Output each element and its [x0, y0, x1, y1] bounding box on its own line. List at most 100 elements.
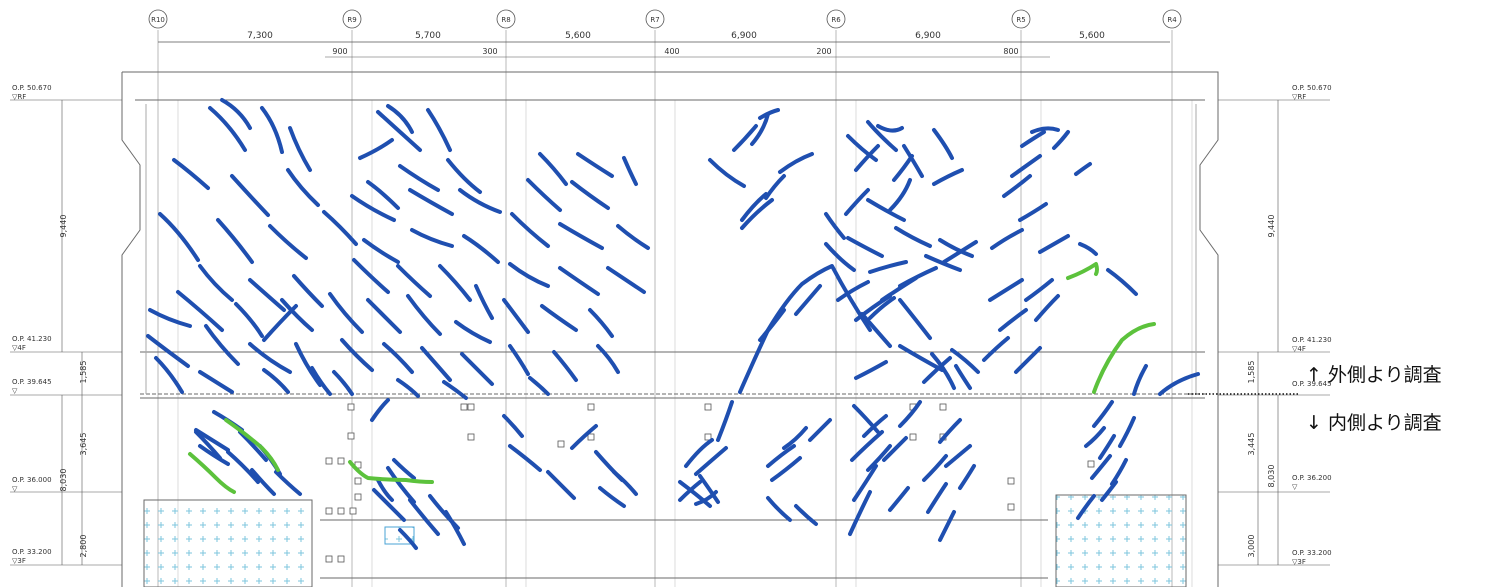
level-label: O.P. 39.645 — [12, 378, 52, 386]
crack-line — [1002, 174, 1032, 198]
level-tag: ▽ — [1292, 483, 1298, 491]
crack-line — [172, 158, 210, 190]
crack-line — [866, 120, 898, 152]
crack-line — [198, 264, 234, 302]
crack-line — [1158, 372, 1200, 396]
anchor-square — [325, 507, 333, 515]
crack-line — [854, 144, 880, 172]
crack-line — [770, 456, 802, 482]
anchor-square — [704, 433, 712, 441]
outer-survey-note: ↑ 外側より調査 — [1306, 364, 1442, 386]
crack-line — [866, 444, 892, 472]
crack-line — [508, 262, 550, 288]
crack-line — [292, 274, 324, 308]
crack-line — [462, 234, 500, 264]
crack-line — [234, 302, 264, 338]
crack-line — [958, 464, 976, 490]
dimension-chain: 7,300 5,700 5,600 6,900 6,900 5,600 900 … — [158, 31, 1170, 58]
crack-line — [1074, 162, 1092, 176]
crack-line — [698, 474, 720, 504]
level-label: O.P. 33.200 — [12, 548, 52, 556]
crack-line — [250, 468, 276, 496]
crack-line — [898, 298, 932, 340]
crack-line — [208, 106, 247, 152]
crack-line — [678, 480, 712, 508]
crack-line — [230, 174, 270, 217]
crack-line — [1014, 346, 1042, 374]
span-label: 5,700 — [415, 31, 441, 41]
crack-line — [1098, 434, 1116, 460]
repaired-crack-line — [348, 460, 434, 484]
repaired-crack-line — [1066, 262, 1099, 280]
crack-line — [868, 260, 908, 274]
crack-line — [458, 188, 502, 214]
small-dim-label: 400 — [664, 47, 679, 56]
axis-label: R7 — [650, 16, 659, 24]
anchor-square — [347, 403, 355, 411]
crack-line — [866, 198, 906, 222]
repaired-crack-line — [1092, 322, 1156, 394]
crack-line — [176, 290, 224, 332]
crack-line — [778, 152, 814, 174]
crack-line — [194, 430, 222, 460]
crack-line — [376, 110, 422, 152]
crack-line — [546, 470, 576, 500]
crack-line — [154, 356, 184, 394]
height-label: 8,030 — [1267, 465, 1276, 488]
axis-marker — [1162, 9, 1182, 29]
anchor-square — [587, 403, 595, 411]
crack-line — [454, 320, 492, 344]
crack-line — [288, 126, 312, 172]
span-label: 6,900 — [915, 31, 941, 41]
crack-line — [286, 168, 320, 207]
opening-left — [143, 499, 313, 587]
crack-line — [570, 424, 598, 450]
crack-line — [678, 480, 702, 502]
crack-line — [622, 156, 638, 186]
anchor-square — [467, 433, 475, 441]
crack-line — [358, 138, 394, 160]
level-tag: ▽3F — [12, 557, 26, 565]
crack-line — [740, 192, 768, 222]
anchor-square — [939, 403, 947, 411]
crack-line — [894, 226, 932, 248]
level-tag: ▽4F — [1292, 345, 1306, 353]
crack-line — [408, 498, 440, 536]
crack-line — [262, 304, 298, 342]
crack-line — [538, 152, 568, 186]
anchor-square — [704, 403, 712, 411]
crack-line — [892, 154, 914, 182]
height-label: 1,585 — [1247, 361, 1256, 384]
crack-line — [926, 482, 948, 514]
crack-line — [938, 418, 962, 444]
small-dim-label: 200 — [816, 47, 831, 56]
hatched-openings — [143, 494, 1187, 587]
axis-marker — [496, 9, 516, 29]
crack-line — [1018, 202, 1048, 222]
crack-line — [876, 124, 904, 133]
level-tag: ▽RF — [12, 93, 26, 101]
building-outline — [121, 71, 1219, 587]
axis-marker — [645, 9, 665, 29]
crack-line — [708, 158, 746, 188]
crack-line — [410, 228, 454, 248]
crack-line — [322, 210, 358, 246]
level-label: O.P. 41.230 — [1292, 336, 1332, 344]
anchor-square — [337, 507, 345, 515]
crack-line — [204, 324, 240, 366]
level-label: O.P. 36.200 — [1292, 474, 1332, 482]
axis-label: R9 — [347, 16, 356, 24]
crack-line — [226, 450, 260, 484]
crack-line — [508, 444, 542, 472]
height-label: 3,000 — [1247, 535, 1256, 558]
crack-line — [922, 356, 952, 384]
axis-marker — [342, 9, 362, 29]
crack-line — [998, 308, 1028, 332]
crack-line — [880, 276, 918, 302]
crack-line — [598, 486, 626, 508]
crack-line — [570, 180, 610, 210]
crack-line — [1110, 458, 1128, 486]
crack-line — [1024, 278, 1054, 302]
height-label: 1,585 — [79, 361, 88, 384]
